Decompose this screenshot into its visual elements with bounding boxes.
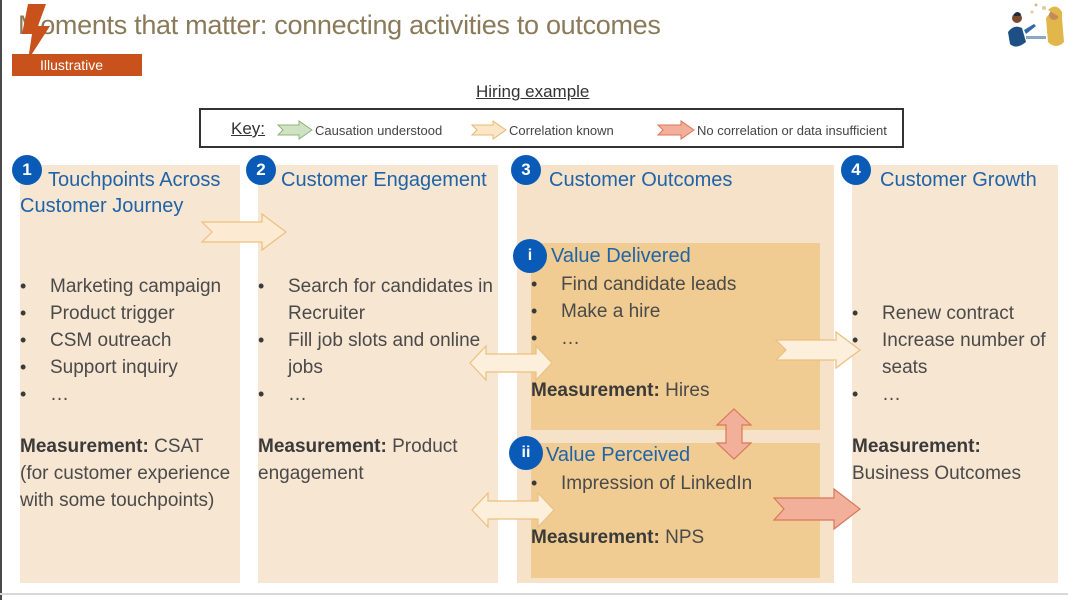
value-perceived-box [531, 443, 820, 578]
column-2-bullets: Search for candidates in Recruiter Fill … [258, 273, 493, 408]
list-item: … [531, 325, 811, 352]
column-2-measurement: Measurement: Product engagement [258, 433, 493, 487]
column-4-bullets: Renew contract Increase number of seats … [852, 300, 1062, 408]
value-delivered-title: Value Delivered [551, 245, 691, 267]
legend-item-no-correlation: No correlation or data insufficient [657, 120, 887, 140]
list-item: Make a hire [531, 298, 811, 325]
value-delivered-bullets: Find candidate leads Make a hire … [531, 271, 811, 352]
value-perceived-measurement: Measurement: NPS [531, 524, 704, 551]
legend-label-causation: Causation understood [315, 122, 443, 138]
measurement-value: Product engagement [258, 436, 458, 484]
list-item: … [852, 381, 1062, 408]
measurement-note: (for customer experience [20, 463, 231, 484]
legend-label-no-correlation: No correlation or data insufficient [697, 122, 887, 138]
measurement-value: NPS [665, 527, 705, 548]
list-item: Search for candidates in Recruiter [258, 273, 493, 327]
step-badge-3: 3 [511, 155, 541, 185]
column-2-title: Customer Engagement [281, 169, 487, 191]
page-title: Moments that matter: connecting activiti… [18, 10, 661, 40]
lightning-bolt-icon [22, 4, 50, 60]
list-item: Fill job slots and online jobs [258, 327, 493, 381]
sub-badge-ii: ii [509, 436, 543, 470]
column-1-title-line2: Customer Journey [20, 195, 184, 217]
list-item: Marketing campaign [20, 273, 250, 300]
list-item: CSM outreach [20, 327, 250, 354]
frame-left-border [0, 0, 2, 600]
value-perceived-bullets: Impression of LinkedIn [531, 470, 816, 497]
column-1-measurement: Measurement: CSAT (for customer experien… [20, 433, 250, 514]
step-badge-4: 4 [841, 155, 871, 185]
measurement-label: Measurement: [852, 436, 981, 457]
measurement-value: Hires [665, 380, 710, 401]
step-badge-2: 2 [246, 155, 276, 185]
measurement-label: Measurement: [531, 380, 660, 401]
list-item: … [20, 381, 250, 408]
legend-item-correlation: Correlation known [471, 120, 614, 140]
frame-bottom-border [0, 593, 1068, 595]
list-item: Renew contract [852, 300, 1062, 327]
measurement-label: Measurement: [20, 436, 149, 457]
people-illustration-icon [1008, 2, 1064, 56]
legend-item-causation: Causation understood [277, 120, 442, 140]
list-item: Impression of LinkedIn [531, 470, 816, 497]
list-item: Increase number of seats [852, 327, 1062, 381]
sub-badge-i: i [513, 239, 547, 273]
column-4-title: Customer Growth [880, 169, 1037, 191]
arrow-no-correlation-perceived-to-growth [772, 487, 861, 531]
list-item: Product trigger [20, 300, 250, 327]
measurement-label: Measurement: [531, 527, 660, 548]
step-badge-1: 1 [12, 155, 42, 185]
key-label: Key: [231, 119, 266, 138]
list-item: Find candidate leads [531, 271, 811, 298]
measurement-label: Measurement: [258, 436, 387, 457]
light-orange-arrow-icon [471, 120, 507, 140]
illustrative-tag: Illustrative [12, 54, 142, 76]
hiring-example-subtitle: Hiring example [476, 82, 590, 101]
measurement-note: with some touchpoints) [20, 490, 215, 511]
column-3-title: Customer Outcomes [549, 169, 733, 191]
arrow-correlation-1-to-2 [200, 212, 287, 252]
measurement-value: CSAT [154, 436, 204, 457]
arrow-no-correlation-vertical [715, 408, 753, 460]
list-item: … [258, 381, 493, 408]
arrow-correlation-delivered-to-growth [774, 330, 861, 370]
column-1-bullets: Marketing campaign Product trigger CSM o… [20, 273, 250, 408]
list-item: Support inquiry [20, 354, 250, 381]
legend-label-correlation: Correlation known [509, 122, 614, 138]
measurement-value: Business Outcomes [852, 463, 1021, 484]
column-4-measurement: Measurement: Business Outcomes [852, 433, 1058, 487]
value-delivered-measurement: Measurement: Hires [531, 377, 709, 404]
arrow-correlation-2-to-value-perceived [471, 491, 555, 529]
column-1-title-line1: Touchpoints Across [48, 169, 221, 191]
salmon-arrow-icon [657, 120, 695, 140]
green-arrow-icon [277, 120, 313, 140]
arrow-correlation-2-to-value-delivered [469, 344, 553, 382]
legend-key: Key: Causation understood Correlation kn… [199, 108, 904, 148]
value-perceived-title: Value Perceived [546, 444, 691, 466]
